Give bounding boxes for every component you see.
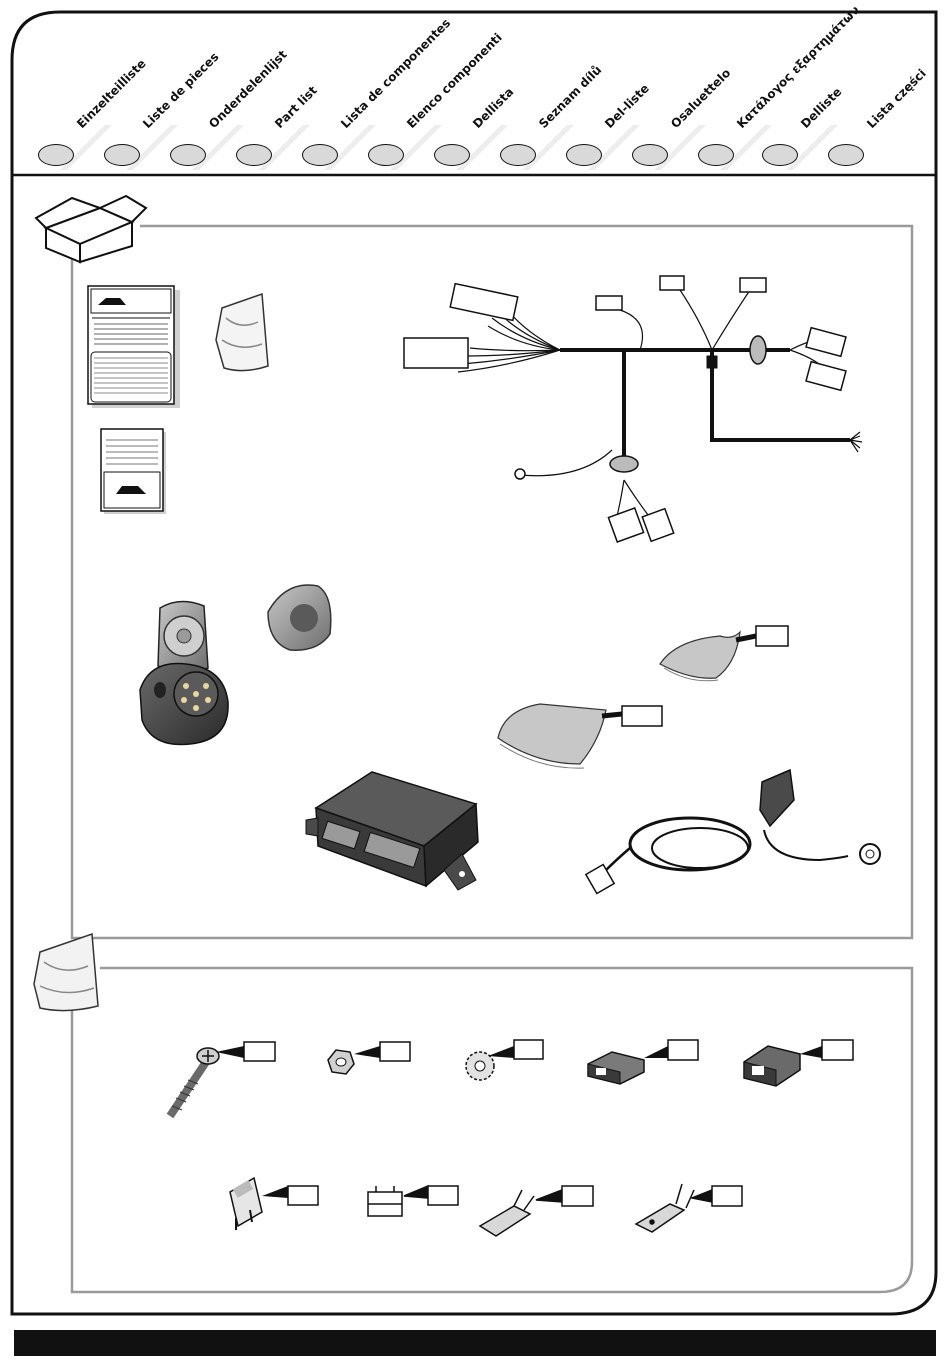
language-checkbox-circle[interactable] <box>368 144 404 166</box>
language-checkbox-circle[interactable] <box>302 144 338 166</box>
outer-frame <box>12 12 936 1314</box>
instruction-manual-small <box>101 429 166 514</box>
language-checkbox-circle[interactable] <box>762 144 798 166</box>
language-checkbox-circle[interactable] <box>38 144 74 166</box>
language-checkbox-circle[interactable] <box>698 144 734 166</box>
language-checkbox-circle[interactable] <box>236 144 272 166</box>
language-checkbox-circle[interactable] <box>566 144 602 166</box>
instruction-manual-large <box>88 286 180 408</box>
language-checkbox-circle[interactable] <box>434 144 470 166</box>
language-checkbox-circle[interactable] <box>632 144 668 166</box>
language-checkbox-circle[interactable] <box>828 144 864 166</box>
language-checkbox-circle[interactable] <box>170 144 206 166</box>
language-checkbox-circle[interactable] <box>104 144 140 166</box>
language-checkbox-circle[interactable] <box>500 144 536 166</box>
footer-bar <box>14 1330 936 1356</box>
